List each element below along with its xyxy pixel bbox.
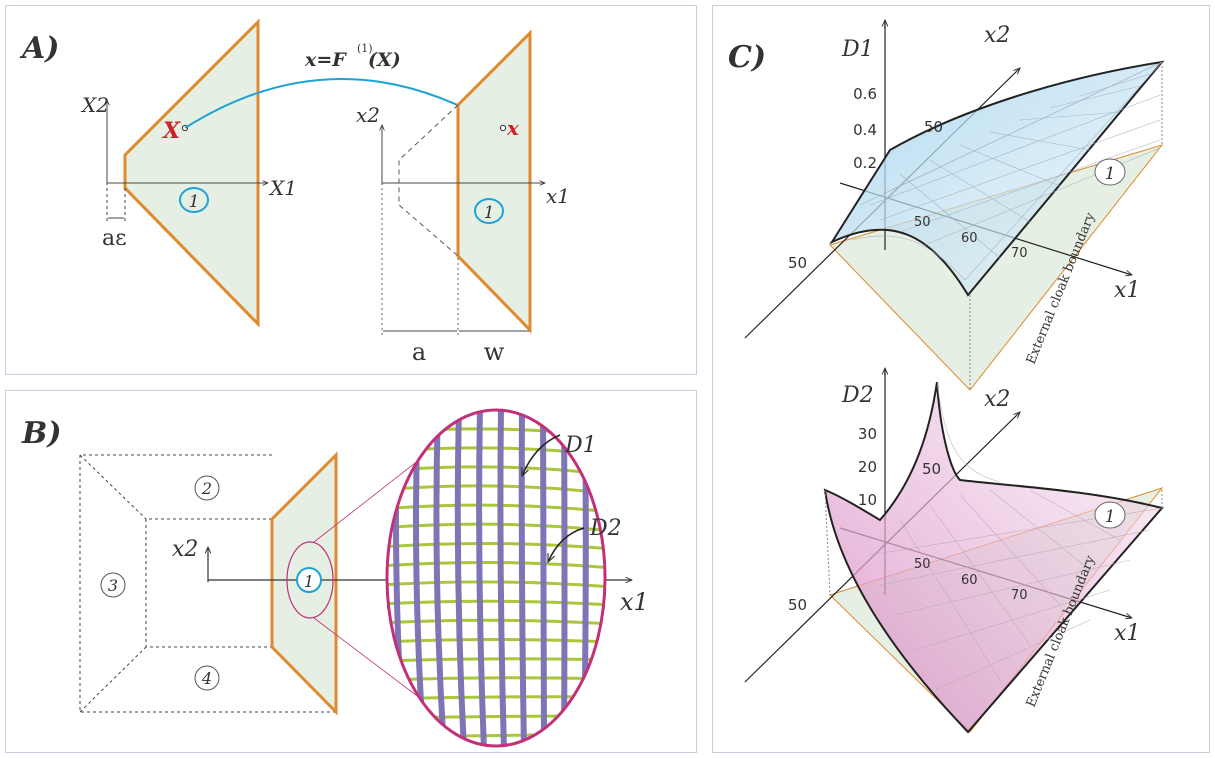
X-point-label: X [161, 118, 181, 144]
surrounding-regions [79, 454, 335, 713]
x1-label-a: x1 [546, 184, 570, 208]
x1-label-b: x1 [620, 588, 649, 616]
top-tick-x1-3: 70 [1011, 246, 1028, 261]
top-tick-z-3: 0.2 [853, 154, 877, 172]
region-1-left-shape [123, 18, 260, 328]
bottom-x1-label: x1 [1114, 621, 1140, 646]
mapping-argument: (X) [368, 49, 401, 71]
region-1-marker-b [296, 567, 322, 593]
top-D1-label: D1 [841, 37, 874, 62]
bottom-tick-z-1: 30 [858, 425, 877, 443]
x-point-label: x [506, 116, 520, 140]
top-x1-label: x1 [1114, 278, 1140, 303]
bottom-surface-plot: D2 x2 x1 30 20 10 50 50 60 70 50 1 Exter… [744, 368, 1164, 734]
top-tick-left: 50 [788, 254, 807, 272]
x2-label-a: x2 [356, 103, 380, 127]
top-region-1-marker [1094, 158, 1126, 186]
region-1-right-label: 1 [484, 203, 495, 223]
bottom-D2-label: D2 [841, 383, 874, 408]
bottom-tick-x1-2: 60 [961, 573, 978, 588]
panel-a [5, 5, 697, 375]
panel-a-label: A) [19, 31, 59, 66]
region-1-right-marker [474, 198, 504, 224]
D2-pointer [547, 527, 585, 562]
bottom-region-1-label: 1 [1105, 507, 1116, 527]
svg-text:2: 2 [201, 479, 212, 498]
D2-label-b: D2 [589, 516, 622, 541]
top-tick-x1-1: 50 [914, 215, 931, 230]
region-1-right-shape [456, 29, 532, 334]
ae-label: aε [102, 226, 127, 251]
bottom-region-1-marker [1094, 501, 1126, 529]
bottom-tick-left: 50 [788, 596, 807, 614]
region-1-label-b: 1 [304, 572, 314, 591]
bottom-tick-z-2: 20 [858, 458, 877, 476]
top-x2-label: x2 [984, 23, 1010, 48]
region-labels-b: 2 3 4 [100, 475, 220, 691]
virtual-shape-dashed [398, 104, 459, 257]
top-tick-z-1: 0.6 [853, 85, 877, 103]
top-region-1-label: 1 [1105, 164, 1116, 184]
bottom-D2-surface [823, 381, 1164, 734]
panel-c-label: C) [728, 40, 766, 75]
a-label: a [412, 338, 426, 366]
bottom-tick-x1-1: 50 [914, 557, 931, 572]
top-tick-x1-2: 60 [961, 231, 978, 246]
mapping-formula: x=F [304, 49, 347, 71]
mapping-superscript: (1) [357, 42, 373, 55]
bottom-tick-x2: 50 [922, 460, 941, 478]
panel-b-label: B) [21, 416, 62, 451]
zoom-source-ellipse [286, 541, 334, 619]
region-1-left-label: 1 [189, 192, 200, 212]
zoom-ellipse-border [385, 408, 607, 748]
D1-label-b: D1 [564, 433, 597, 458]
region-1-left-marker [179, 187, 209, 213]
top-surface-plot: D1 x2 x1 0.6 0.4 0.2 50 50 60 70 50 1 Ex… [744, 20, 1165, 391]
X2-label: X2 [80, 93, 109, 117]
w-label: w [484, 338, 505, 366]
bottom-surface-mesh [869, 381, 1163, 691]
D1-pointer [522, 434, 561, 476]
bottom-x2-label: x2 [984, 387, 1010, 412]
X1-label: X1 [268, 176, 297, 200]
top-tick-x2: 50 [924, 118, 943, 136]
top-tick-z-2: 0.4 [853, 121, 877, 139]
svg-text:3: 3 [108, 576, 118, 595]
svg-text:4: 4 [201, 669, 212, 688]
x2-label-b: x2 [172, 537, 198, 562]
bottom-tick-x1-3: 70 [1011, 588, 1028, 603]
bottom-tick-z-3: 10 [858, 491, 877, 509]
x-point-marker [499, 124, 507, 132]
